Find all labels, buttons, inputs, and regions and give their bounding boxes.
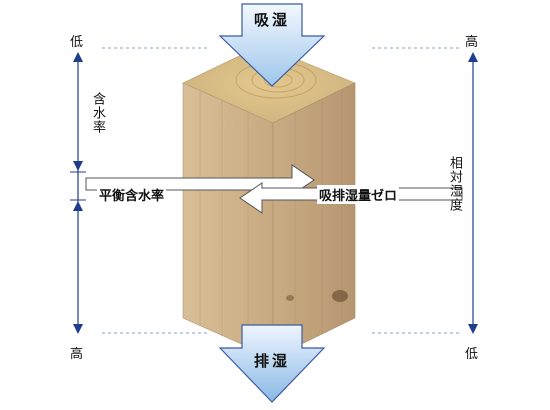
wood-left-face	[182, 82, 274, 359]
absorb-arrow	[218, 3, 326, 87]
left-axis-arrow-down	[73, 161, 83, 171]
wood-knot	[332, 290, 348, 302]
absorb-label: 吸湿	[253, 11, 290, 29]
balance-moisture-label: 平衡含水率	[97, 185, 167, 204]
release-label: 排湿	[253, 352, 290, 370]
wood-grain	[199, 90, 343, 347]
wood-right-face	[272, 82, 356, 359]
relative-humidity-label: 相対湿度	[447, 156, 462, 212]
moisture-content-label: 含水率	[90, 92, 105, 134]
right-axis-arrow-down	[468, 324, 478, 334]
left-bottom-label: 高	[70, 347, 84, 362]
right-axis-arrow-up	[468, 52, 478, 62]
zero-absorption-label: 吸排湿量ゼロ	[317, 185, 400, 204]
left-top-label: 低	[70, 35, 84, 50]
left-axis-arrow-up	[73, 52, 83, 62]
right-bottom-label: 低	[465, 347, 479, 362]
wood-block	[182, 44, 356, 359]
right-axis	[372, 47, 478, 334]
wood-knot	[286, 295, 294, 301]
left-axis-arrow-up	[73, 201, 83, 211]
release-arrow	[218, 324, 326, 403]
left-axis	[70, 47, 208, 334]
right-top-label: 高	[465, 35, 479, 50]
left-axis-arrow-down	[73, 324, 83, 334]
